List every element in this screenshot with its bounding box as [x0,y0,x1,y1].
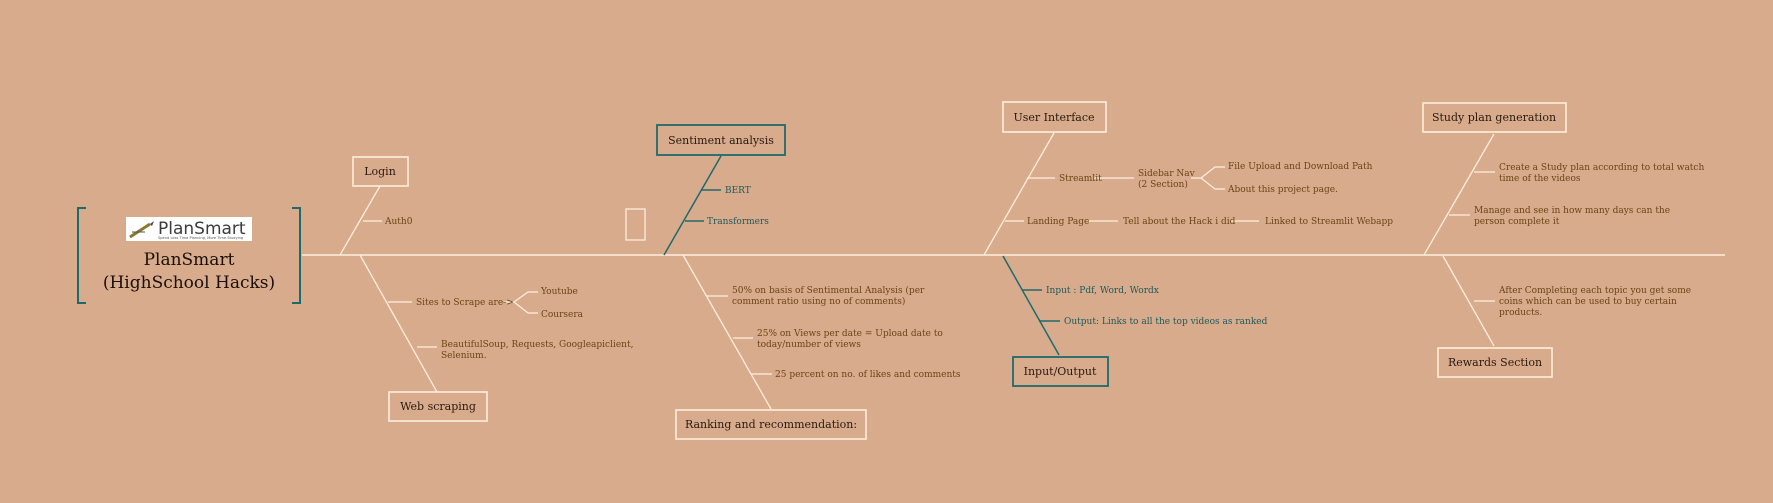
cause-reward-2: coins which can be used to buy certain [1499,297,1677,307]
bone-sentiment [663,155,722,256]
head-title-line1: PlanSmart [144,250,235,270]
cause-rank1-1: 50% on basis of Sentimental Analysis (pe… [732,285,925,296]
cause-plan1-2: time of the videos [1499,174,1581,184]
cause-plan2-2: person complete it [1474,217,1560,227]
category-login: Login [364,165,396,178]
cause-rank2-1: 25% on Views per date = Upload date to [757,329,943,339]
cause-streamlit: Streamlit [1059,174,1102,184]
category-box-rewards [1437,347,1553,378]
cause-youtube: Youtube [540,287,578,297]
cause-sidebar-2: (2 Section) [1138,179,1188,190]
cause-auth0: Auth0 [384,217,413,227]
cause-input: Input : Pdf, Word, Wordx [1046,286,1159,296]
logo-name: PlanSmart [158,219,246,239]
cause-plan2-1: Manage and see in how many days can the [1474,206,1670,216]
category-io: Input/Output [1024,365,1097,378]
head-bracket [77,207,301,304]
category-ui: User Interface [1013,111,1094,124]
cause-libs-2: Selenium. [441,351,487,361]
cause-file-upload: File Upload and Download Path [1228,162,1373,172]
category-box-web-scraping [388,391,488,422]
cause-linked: Linked to Streamlit Webapp [1265,217,1393,227]
bone-study [1423,133,1495,256]
cause-rank3: 25 percent on no. of likes and comments [775,370,961,380]
category-web-scraping: Web scraping [400,400,476,413]
bone-web-scraping [359,254,538,393]
cause-landing: Landing Page [1027,217,1089,227]
category-sentiment: Sentiment analysis [668,134,774,147]
category-box-sentiment [656,124,786,156]
category-box-login [352,156,409,187]
cause-rank2-2: today/number of views [757,340,861,350]
category-box-study [1422,102,1567,133]
empty-shape [625,208,646,241]
cause-plan1-1: Create a Study plan according to total w… [1499,163,1704,173]
category-box-io [1012,356,1109,387]
head-title-line2: (HighSchool Hacks) [103,273,275,293]
category-box-ui [1002,101,1107,133]
cause-sidebar-1: Sidebar Nav [1138,169,1196,179]
bone-ranking [682,254,772,410]
cause-reward-1: After Completing each topic you get some [1498,286,1691,296]
logo-tagline: Spend Less Time Planning, More Time Stud… [158,236,243,240]
bone-rewards [1442,255,1495,347]
category-ranking: Ranking and recommendation: [685,418,857,431]
cause-tell: Tell about the Hack i did [1123,217,1236,227]
category-box-ranking [675,409,867,440]
cause-about: About this project page. [1227,185,1338,195]
bone-io [1002,255,1060,356]
plansmart-logo: PlanSmart Spend Less Time Planning, More… [126,217,252,241]
category-study: Study plan generation [1432,111,1556,124]
pencil-icon [129,221,154,239]
category-rewards: Rewards Section [1448,356,1542,369]
cause-rank1-2: comment ratio using no of comments) [732,296,905,307]
cause-coursera: Coursera [541,310,584,320]
bone-ui [983,132,1259,256]
cause-output: Output: Links to all the top videos as r… [1064,317,1268,327]
bone-login [339,185,382,256]
cause-bert: BERT [725,186,751,196]
cause-reward-3: products. [1499,308,1542,318]
cause-sites: Sites to Scrape are-> [416,298,514,308]
cause-libs-1: BeautifulSoup, Requests, Googleapiclient… [441,340,633,350]
cause-transformers: Transformers [707,217,769,227]
